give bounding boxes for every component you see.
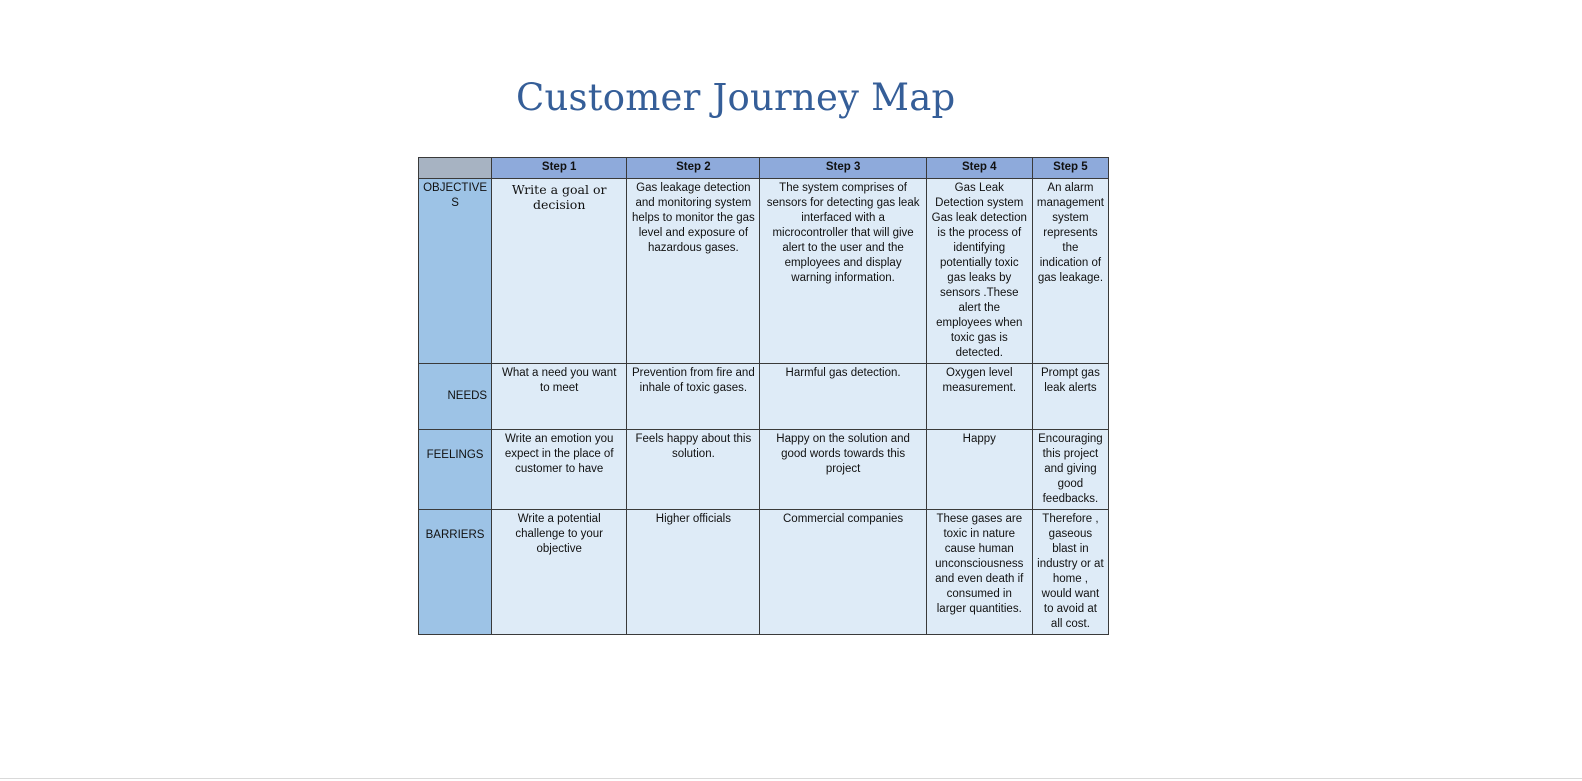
row-label-barriers: BARRIERS [417, 509, 493, 635]
needs-step-3: Harmful gas detection. [759, 363, 927, 430]
table-row-objectives: OBJECTIVES Write a goal or decision Gas … [417, 178, 1110, 364]
barriers-step-5: Therefore , gaseous blast in industry or… [1031, 509, 1110, 635]
needs-step-4: Oxygen level measurement. [925, 363, 1033, 430]
row-label-objectives: OBJECTIVES [417, 178, 493, 364]
needs-step-1: What a need you want to meet [491, 363, 628, 430]
header-step-3: Step 3 [759, 157, 927, 179]
journey-map-table: Step 1 Step 2 Step 3 Step 4 Step 5 OBJEC… [417, 157, 1110, 635]
table-row-needs: NEEDS What a need you want to meet Preve… [417, 363, 1110, 430]
needs-step-2: Prevention from fire and inhale of toxic… [626, 363, 761, 430]
row-label-feelings: FEELINGS [417, 429, 493, 510]
header-step-1: Step 1 [491, 157, 628, 179]
feelings-step-3: Happy on the solution and good words tow… [759, 429, 927, 510]
needs-step-5: Prompt gas leak alerts [1031, 363, 1110, 430]
objectives-step-5: An alarm management system represents th… [1031, 178, 1110, 364]
feelings-step-2: Feels happy about this solution. [626, 429, 761, 510]
header-step-5: Step 5 [1031, 157, 1110, 179]
page-title: Customer Journey Map [516, 76, 956, 119]
objectives-step-3: The system comprises of sensors for dete… [759, 178, 927, 364]
header-step-2: Step 2 [626, 157, 761, 179]
barriers-step-1: Write a potential challenge to your obje… [491, 509, 628, 635]
header-step-4: Step 4 [925, 157, 1033, 179]
table-row-barriers: BARRIERS Write a potential challenge to … [417, 509, 1110, 635]
feelings-step-4: Happy [925, 429, 1033, 510]
barriers-step-2: Higher officials [626, 509, 761, 635]
page-bottom-divider [0, 778, 1582, 779]
feelings-step-5: Encouraging this project and giving good… [1031, 429, 1110, 510]
table-header-row: Step 1 Step 2 Step 3 Step 4 Step 5 [417, 157, 1110, 179]
objectives-step-2: Gas leakage detection and monitoring sys… [626, 178, 761, 364]
barriers-step-4: These gases are toxic in nature cause hu… [925, 509, 1033, 635]
feelings-step-1: Write an emotion you expect in the place… [491, 429, 628, 510]
header-corner-cell [417, 157, 493, 179]
objectives-step-1: Write a goal or decision [491, 178, 628, 364]
objectives-step-4: Gas Leak Detection system Gas leak detec… [925, 178, 1033, 364]
barriers-step-3: Commercial companies [759, 509, 927, 635]
row-label-needs: NEEDS [417, 363, 493, 430]
table-row-feelings: FEELINGS Write an emotion you expect in … [417, 429, 1110, 510]
